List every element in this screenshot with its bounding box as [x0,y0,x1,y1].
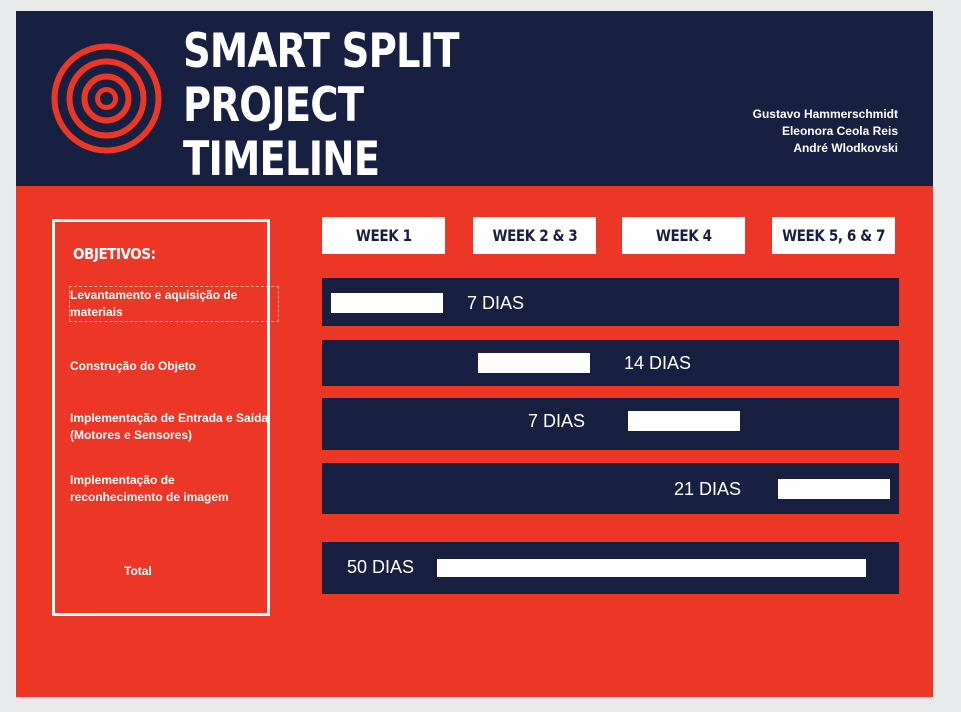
title-line-1: SMART SPLIT [183,24,460,79]
author-name: Gustavo Hammerschmidt [752,107,898,121]
page-title: SMART SPLIT PROJECT TIMELINE [183,24,460,187]
timeline-row: 7 DIAS [322,278,899,326]
week-header: WEEK 2 & 3 [473,217,596,254]
title-line-3: TIMELINE [183,132,380,187]
title-line-2: PROJECT [183,78,364,133]
timeline-row: 14 DIAS [322,340,899,386]
timeline-bar [478,353,590,373]
objective-item: Implementação de Entrada e Saída (Motore… [70,411,269,442]
timeline-bar [778,479,890,499]
header-band: SMART SPLIT PROJECT TIMELINE Gustavo Ham… [16,11,933,187]
duration-label: 7 DIAS [467,293,525,313]
week-header: WEEK 4 [622,217,745,254]
objective-item: Implementação de reconhecimento de image… [70,473,229,504]
duration-label: 50 DIAS [347,557,415,577]
duration-label: 14 DIAS [624,353,692,373]
timeline-row: 7 DIAS [322,398,899,450]
week-label: WEEK 5, 6 & 7 [782,226,885,245]
author-name: André Wlodkovski [793,141,898,155]
objectives-heading: OBJETIVOS: [73,245,156,263]
authors-block: Gustavo Hammerschmidt Eleonora Ceola Rei… [753,106,898,157]
timeline-bar [331,293,443,313]
objective-item: Construção do Objeto [70,359,196,373]
week-label: WEEK 4 [655,226,712,245]
objective-item: Levantamento e aquisição de materiais [69,286,279,322]
concentric-target-icon [51,43,162,154]
week-label: WEEK 2 & 3 [492,226,577,245]
timeline-bar-total [437,559,866,577]
week-header: WEEK 1 [322,217,445,254]
slide: SMART SPLIT PROJECT TIMELINE Gustavo Ham… [16,11,933,697]
timeline-bar [628,411,740,431]
objectives-panel: OBJETIVOS: Levantamento e aquisição de m… [52,219,279,616]
author-name: Eleonora Ceola Reis [781,124,898,138]
duration-label: 21 DIAS [674,479,742,499]
week-label: WEEK 1 [355,226,412,245]
duration-label: 7 DIAS [528,411,586,431]
timeline-row-total: 50 DIAS [322,542,899,594]
objective-total-label: Total [124,564,152,578]
week-header: WEEK 5, 6 & 7 [772,217,895,254]
timeline-row: 21 DIAS [322,463,899,514]
